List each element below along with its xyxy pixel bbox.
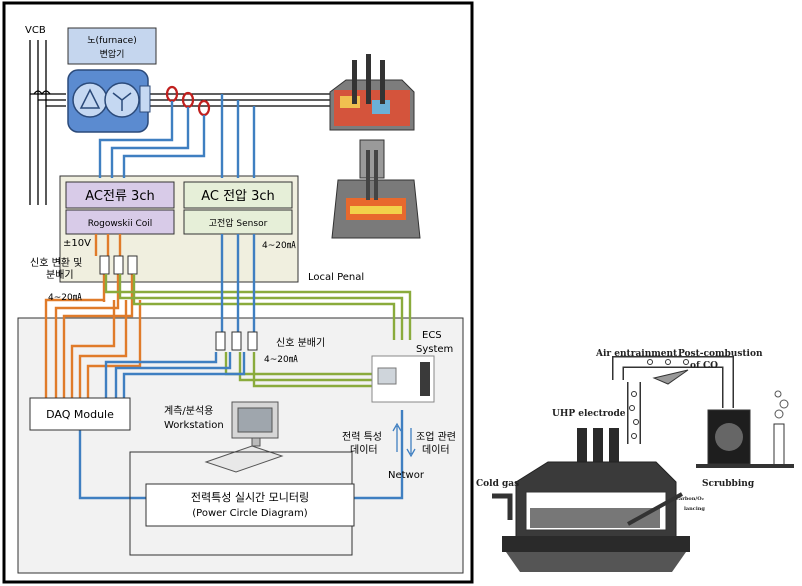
ac-current-title: AC전류 3ch — [85, 189, 154, 204]
power-data-line1: 전력 특성 — [342, 431, 382, 443]
op-data-line2: 데이터 — [422, 444, 450, 456]
daq-module-box — [29, 397, 131, 431]
eaf-illustration — [492, 356, 794, 572]
daq-module-label: DAQ Module — [46, 408, 114, 421]
furnace-top-icon — [329, 54, 415, 131]
uhp-electrode-label: UHP electrode — [552, 409, 626, 419]
ecs-line1: ECS — [422, 330, 442, 341]
rogowski-coil-box — [65, 209, 175, 235]
blue-wires-top — [98, 94, 256, 178]
cold-gas-label: Cold gas — [476, 479, 519, 489]
power-data-line2: 데이터 — [350, 444, 378, 456]
signal-splitters — [215, 331, 258, 351]
workstation-line1: 계측/분석용 — [164, 405, 213, 417]
post-combustion-line2: of CO — [690, 361, 718, 371]
lancing-line1: carbon/O₂ — [676, 496, 704, 502]
ma-right-label: 4~20㎃ — [262, 241, 296, 251]
transformer-line2: 변압기 — [100, 48, 125, 60]
green-wires — [104, 274, 412, 388]
signal-converters — [99, 255, 138, 275]
signal-dist-label: 신호 분배기 — [276, 337, 325, 349]
transformer-line1: 노(furnace) — [87, 35, 136, 46]
furnace-bottom-icon — [331, 139, 421, 239]
data-flow-arrows — [392, 422, 416, 458]
transformer-label-box — [67, 27, 157, 65]
pm10v-label: ±10V — [63, 238, 91, 249]
ac-current-box — [65, 181, 175, 209]
lancing-line2: lancing — [684, 506, 705, 512]
ac-voltage-title: AC 전압 3ch — [201, 189, 275, 204]
monitor-line2: (Power Circle Diagram) — [192, 508, 308, 519]
rogowski-coil-label: Rogowskii Coil — [88, 219, 153, 229]
gas-bubbles — [627, 359, 689, 473]
ma-mid-label: 4~20㎃ — [264, 355, 298, 365]
monitor-line1: 전력특성 실시간 모니터링 — [191, 491, 309, 504]
scrubbing-label: Scrubbing — [702, 479, 755, 489]
network-label: Networ — [388, 470, 425, 481]
voltage-sensor-label: 고전압 Sensor — [209, 217, 268, 229]
op-data-line1: 조업 관련 — [416, 430, 456, 443]
vcb-label: VCB — [25, 25, 46, 36]
ac-voltage-box — [183, 181, 293, 209]
ecs-line2: System — [416, 344, 453, 355]
blue-wires-mid — [78, 234, 404, 500]
transformer-icon — [67, 69, 151, 133]
ma-left-label: 4~20㎃ — [48, 293, 82, 303]
air-entrainment-label: Air entrainment — [595, 349, 678, 359]
monitor-inner-box — [145, 483, 355, 527]
signal-conv-line1: 신호 변환 및 — [30, 257, 82, 269]
voltage-sensor-box — [183, 209, 293, 235]
post-combustion-line1: Post-combustion — [678, 349, 763, 359]
bus-lines — [29, 40, 340, 205]
workstation-line2: Workstation — [164, 420, 224, 431]
ecs-device-icon — [371, 355, 435, 403]
signal-conv-line2: 분배기 — [46, 269, 74, 281]
local-panel-label: Local Penal — [308, 272, 364, 283]
